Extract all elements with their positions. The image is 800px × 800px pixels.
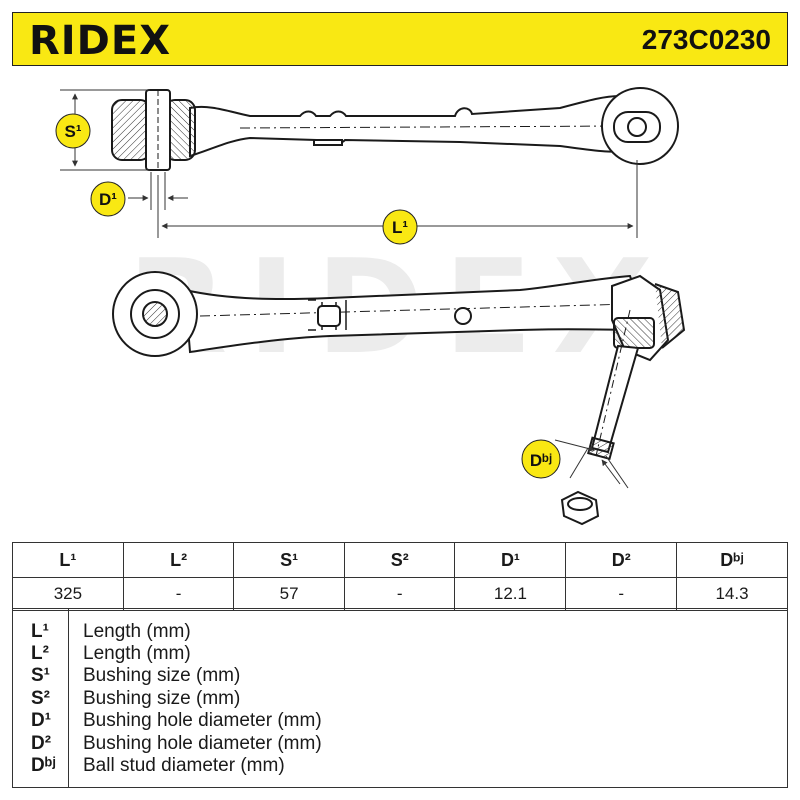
legend-symbol: Dᵇʲ	[31, 755, 56, 776]
arm-side-view	[112, 271, 652, 357]
legend-symbol: L¹	[31, 621, 49, 642]
spec-value: -	[122, 577, 235, 611]
spec-value: 12.1	[454, 577, 567, 611]
arm-top-view	[189, 94, 642, 158]
dimension-dbj	[554, 439, 629, 489]
legend-box: L¹ Length (mm) L² Length (mm) S¹ Bushing…	[12, 608, 788, 788]
label-badge-s1	[55, 113, 91, 149]
specs-value-row: 325 - 57 - 12.1 - 14.3	[12, 577, 788, 611]
brand-logo: RIDEX	[29, 18, 172, 64]
spec-header: D²	[565, 542, 677, 578]
legend-description: Ball stud diameter (mm)	[83, 755, 285, 776]
label-s1: S¹	[65, 122, 82, 141]
spec-header: L¹	[12, 542, 124, 578]
ball-joint-top-view	[601, 87, 679, 165]
specs-header-row: L¹ L² S¹ S² D¹ D² Dᵇʲ	[12, 542, 788, 578]
legend-symbol: D¹	[31, 710, 52, 731]
legend-symbol: D²	[31, 733, 52, 754]
control-arm-diagram: RIDEX S¹	[55, 87, 686, 526]
part-number: 273C0230	[641, 24, 771, 55]
legend-description: Bushing size (mm)	[83, 688, 241, 709]
spec-value: 57	[233, 577, 345, 611]
label-d1: D¹	[99, 190, 117, 209]
legend-row: L² Length (mm)	[13, 643, 787, 665]
legend-symbol: S²	[31, 688, 50, 709]
spec-value: -	[565, 577, 677, 611]
legend-row: L¹ Length (mm)	[13, 621, 787, 643]
header-bar: RIDEX 273C0230	[12, 12, 788, 66]
legend-row: D¹ Bushing hole diameter (mm)	[13, 710, 787, 732]
spec-header: D¹	[454, 542, 567, 578]
spec-value: 325	[12, 577, 124, 611]
legend-row: D² Bushing hole diameter (mm)	[13, 733, 787, 755]
spec-header: L²	[122, 542, 235, 578]
label-l1: L¹	[392, 218, 408, 237]
legend-description: Bushing hole diameter (mm)	[83, 710, 322, 731]
legend-row: S¹ Bushing size (mm)	[13, 665, 787, 687]
legend-description: Length (mm)	[83, 621, 191, 642]
label-badge-l1	[382, 209, 418, 245]
legend-divider	[68, 609, 69, 787]
legend-description: Bushing hole diameter (mm)	[83, 733, 322, 754]
spec-value: -	[343, 577, 456, 611]
label-dbj: Dᵇʲ	[530, 451, 552, 470]
ball-joint-side-view	[587, 274, 686, 461]
legend-description: Length (mm)	[83, 643, 191, 664]
label-badge-d1	[90, 181, 126, 217]
ball-stud-nut	[560, 490, 600, 526]
spec-header: S²	[343, 542, 456, 578]
legend-row: Dᵇʲ Ball stud diameter (mm)	[13, 755, 787, 777]
label-badge-dbj	[521, 439, 561, 479]
bushing-top-view	[111, 89, 196, 171]
spec-value: 14.3	[676, 577, 788, 611]
specs-table: L¹ L² S¹ S² D¹ D² Dᵇʲ 325 - 57 - 12.1 - …	[12, 542, 788, 611]
spec-header: Dᵇʲ	[676, 542, 788, 578]
legend-row: S² Bushing size (mm)	[13, 688, 787, 710]
legend-symbol: L²	[31, 643, 49, 664]
spec-header: S¹	[233, 542, 345, 578]
legend-symbol: S¹	[31, 665, 50, 686]
legend-description: Bushing size (mm)	[83, 665, 241, 686]
dimension-d1	[128, 172, 188, 210]
